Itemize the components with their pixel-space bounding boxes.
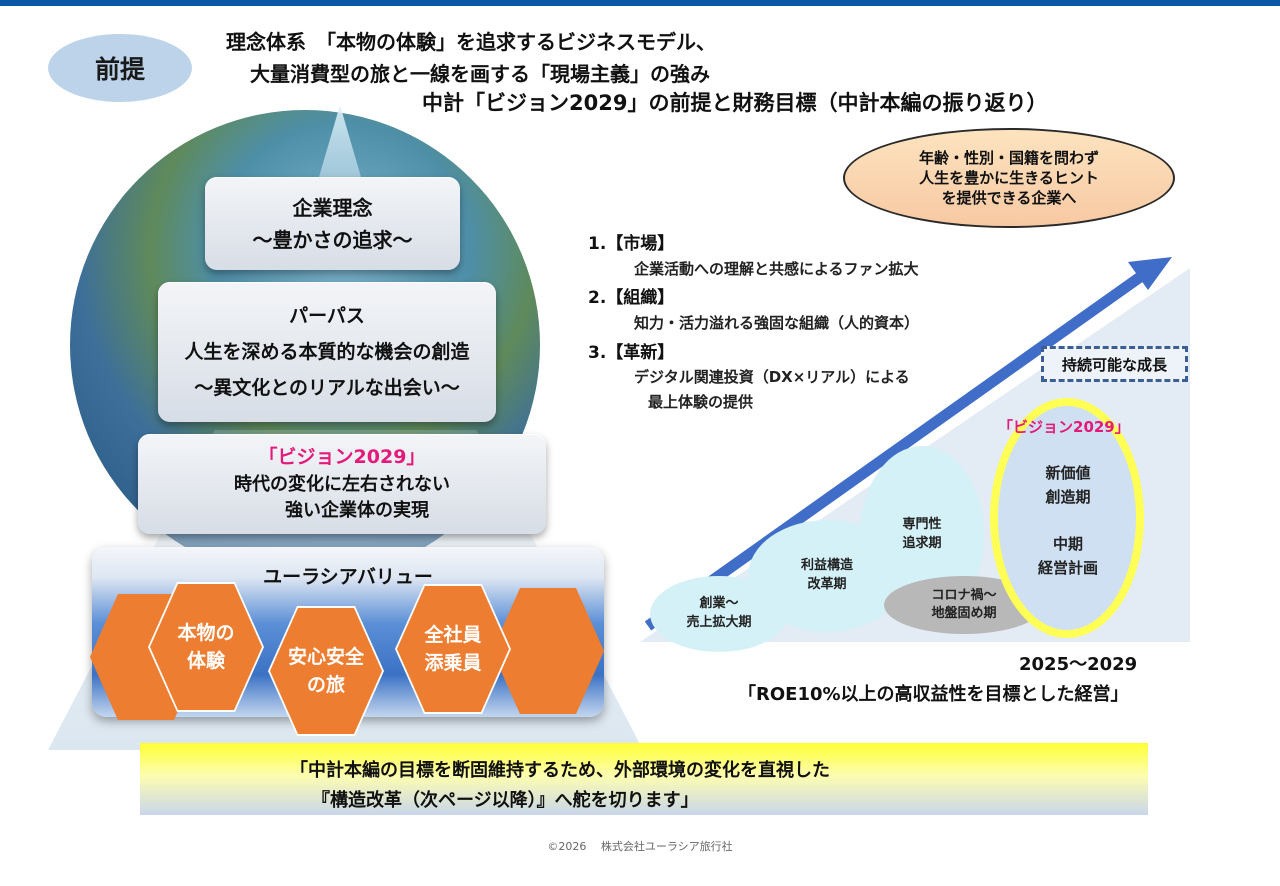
sustainable-growth-box: 持続可能な成長	[1041, 346, 1188, 382]
vision-stage-line-3: 中期	[1052, 535, 1083, 553]
top-accent-bar	[0, 0, 1280, 6]
heading-line-2: 大量消費型の旅と一線を画する「現場主義」の強み	[250, 62, 710, 86]
heading-line-1: 理念体系 「本物の体験」を追求するビジネスモデル、	[226, 30, 716, 54]
vision-stage-line-1: 新価値	[1045, 464, 1091, 482]
copyright-footer: ©2026 株式会社ユーラシア旅行社	[547, 840, 733, 853]
purpose-card: パーパス 人生を深める本質的な機会の創造 ～異文化とのリアルな出会い～	[158, 282, 496, 422]
vision-stage-line-2: 創造期	[1045, 488, 1091, 506]
pillar-innovation-desc-2: 最上体験の提供	[648, 393, 754, 411]
banner-line-2: 『構造改革（次ページ以降）』へ舵を切ります」	[312, 790, 699, 811]
growth-arrow-head	[1128, 257, 1172, 290]
purpose-line-2: ～異文化とのリアルな出会い～	[194, 377, 460, 400]
vision-2029-oval	[990, 398, 1144, 638]
target-oval-line-3: を提供できる企業へ	[941, 189, 1077, 208]
philosophy-card: 企業理念 ～豊かさの追求～	[205, 177, 460, 270]
target-company-oval: 年齢・性別・国籍を問わず 人生を豊かに生きるヒント を提供できる企業へ	[843, 128, 1175, 228]
pillar-innovation-head: 3.【革新】	[588, 343, 675, 363]
vision-stage-line-4: 経営計画	[1037, 559, 1098, 577]
banner-line-1: 「中計本編の目標を断固維持するため、外部環境の変化を直視した	[290, 760, 830, 781]
values-title: ユーラシアバリュー	[263, 566, 433, 588]
purpose-line-1: 人生を深める本質的な機会の創造	[184, 340, 470, 363]
vision-title: 「ビジョン2029」	[258, 446, 426, 469]
philosophy-sub: ～豊かさの追求～	[252, 227, 413, 252]
growth-arrow-shaft	[644, 265, 1154, 631]
hexagon-authentic-experience: 本物の 体験	[150, 584, 262, 710]
page-title: 中計「ビジョン2029」の前提と財務目標（中計本編の振り返り）	[422, 91, 1048, 115]
vision-2029-label: 「ビジョン2029」	[998, 418, 1130, 436]
vision-card: 「ビジョン2029」 時代の変化に左右されない 強い企業体の実現	[138, 434, 546, 534]
pillar-market-head: 1.【市場】	[588, 234, 675, 254]
vision-line-2: 強い企業体の実現	[285, 499, 429, 521]
philosophy-title: 企業理念	[292, 195, 373, 220]
premise-badge: 前提	[48, 34, 192, 102]
plan-years: 2025～2029	[1019, 654, 1138, 675]
target-oval-line-1: 年齢・性別・国籍を問わず	[918, 148, 1099, 167]
roe-target: 「ROE10%以上の高収益性を目標とした経営」	[738, 684, 1129, 705]
conclusion-banner	[140, 743, 1148, 815]
pillar-market-desc: 企業活動への理解と共感によるファン拡大	[634, 260, 919, 278]
target-oval-line-2: 人生を豊かに生きるヒント	[919, 168, 1099, 187]
pillar-org-head: 2.【組織】	[588, 288, 675, 308]
purpose-title: パーパス	[289, 304, 365, 327]
vision-line-1: 時代の変化に左右されない	[234, 473, 450, 495]
pillar-innovation-desc: デジタル関連投資（DX×リアル）による	[634, 368, 910, 386]
pillar-org-desc: 知力・活力溢れる強固な組織（人的資本）	[634, 314, 920, 332]
